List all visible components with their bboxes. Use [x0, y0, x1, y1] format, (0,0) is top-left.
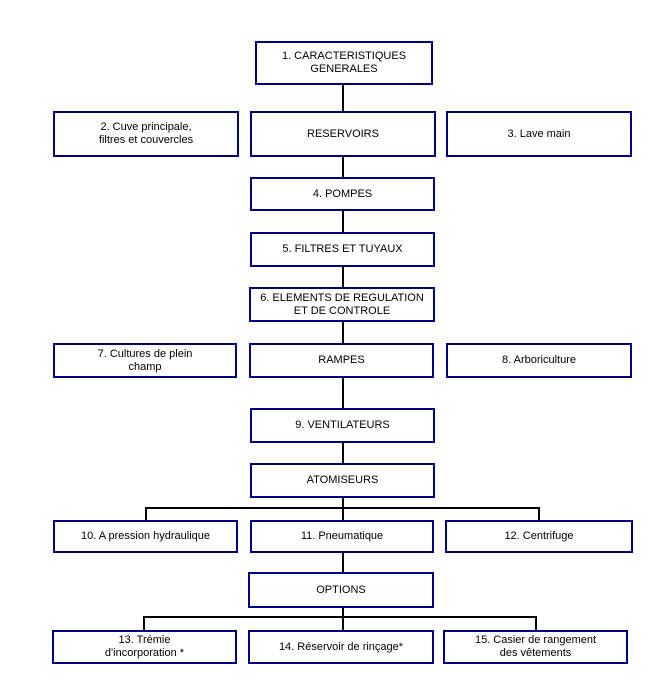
node-4-pompes[interactable]: 4. POMPES [250, 177, 435, 211]
node-options[interactable]: OPTIONS [248, 572, 434, 608]
node-2-cuve-principale[interactable]: 2. Cuve principale, filtres et couvercle… [53, 111, 239, 157]
node-14-reservoir-de-rincage[interactable]: 14. Réservoir de rinçage* [248, 630, 434, 664]
node-10-a-pression-hydraulique[interactable]: 10. A pression hydraulique [53, 520, 238, 553]
node-atomiseurs[interactable]: ATOMISEURS [250, 463, 435, 498]
connector-atomiseurs-drop [342, 498, 344, 509]
connector-branch-to-14 [342, 616, 344, 630]
connector-branch-to-13 [143, 616, 145, 630]
node-13-tremie-incorporation[interactable]: 13. Trémie d'incorporation * [52, 630, 237, 664]
node-9-ventilateurs[interactable]: 9. VENTILATEURS [250, 408, 435, 443]
connector-reservoirs-to-4 [342, 157, 344, 177]
connector-options-branch-bar [143, 616, 537, 618]
node-6-elements-de-regulation[interactable]: 6. ELEMENTS DE REGULATION ET DE CONTROLE [249, 287, 435, 322]
node-7-cultures-de-plein-champ[interactable]: 7. Cultures de plein champ [53, 343, 237, 378]
connector-branch-to-10 [145, 507, 147, 520]
node-3-lave-main[interactable]: 3. Lave main [446, 111, 632, 157]
node-11-pneumatique[interactable]: 11. Pneumatique [250, 520, 434, 553]
connector-branch-to-12 [538, 507, 540, 520]
connector-branch-to-15 [535, 616, 537, 630]
connector-4-to-5 [342, 211, 344, 232]
connector-6-to-rampes [342, 322, 344, 343]
connector-11-to-options [342, 553, 344, 572]
node-1-caracteristiques-generales[interactable]: 1. CARACTERISTIQUES GENERALES [255, 41, 433, 85]
node-12-centrifuge[interactable]: 12. Centrifuge [445, 520, 633, 553]
connector-options-drop [342, 608, 344, 618]
connector-9-to-atomiseurs [342, 443, 344, 463]
node-5-filtres-et-tuyaux[interactable]: 5. FILTRES ET TUYAUX [250, 232, 435, 267]
node-15-casier-de-rangement[interactable]: 15. Casier de rangement des vêtements [443, 630, 628, 664]
connector-1-to-reservoirs [342, 85, 344, 111]
node-8-arboriculture[interactable]: 8. Arboriculture [446, 343, 632, 378]
node-rampes[interactable]: RAMPES [249, 343, 434, 378]
connector-branch-to-11 [342, 507, 344, 520]
connector-5-to-6 [342, 267, 344, 287]
connector-rampes-to-9 [342, 378, 344, 408]
node-reservoirs[interactable]: RESERVOIRS [250, 111, 436, 157]
